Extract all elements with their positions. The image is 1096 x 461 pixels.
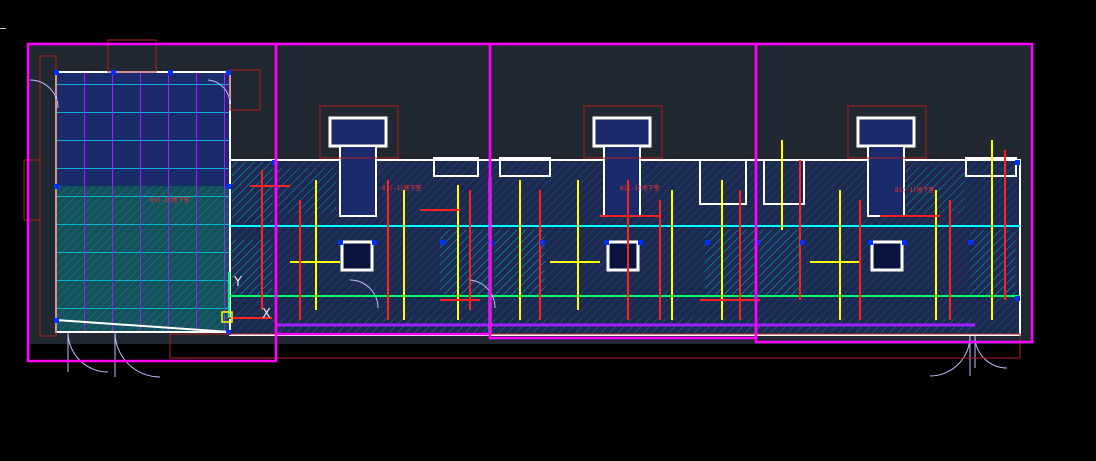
crosshair-cursor-icon xyxy=(0,28,6,29)
ucs-y-label: Y xyxy=(233,275,242,290)
boundary-frames xyxy=(26,42,1034,363)
outline-details xyxy=(23,105,1021,359)
ucs-x-label: X xyxy=(262,307,271,322)
room-label: B1(-1)地下室 xyxy=(895,186,935,194)
axis-lines xyxy=(250,140,1006,320)
ucs-axis-icon: Y X xyxy=(221,272,272,323)
room-label: B1(-1)地下室 xyxy=(620,184,660,192)
main-body-structure xyxy=(229,116,1021,336)
room-label: B1(-1)地下室 xyxy=(150,196,190,204)
room-label: B1(-1)地下室 xyxy=(382,184,422,192)
left-wing-grid xyxy=(39,39,261,337)
